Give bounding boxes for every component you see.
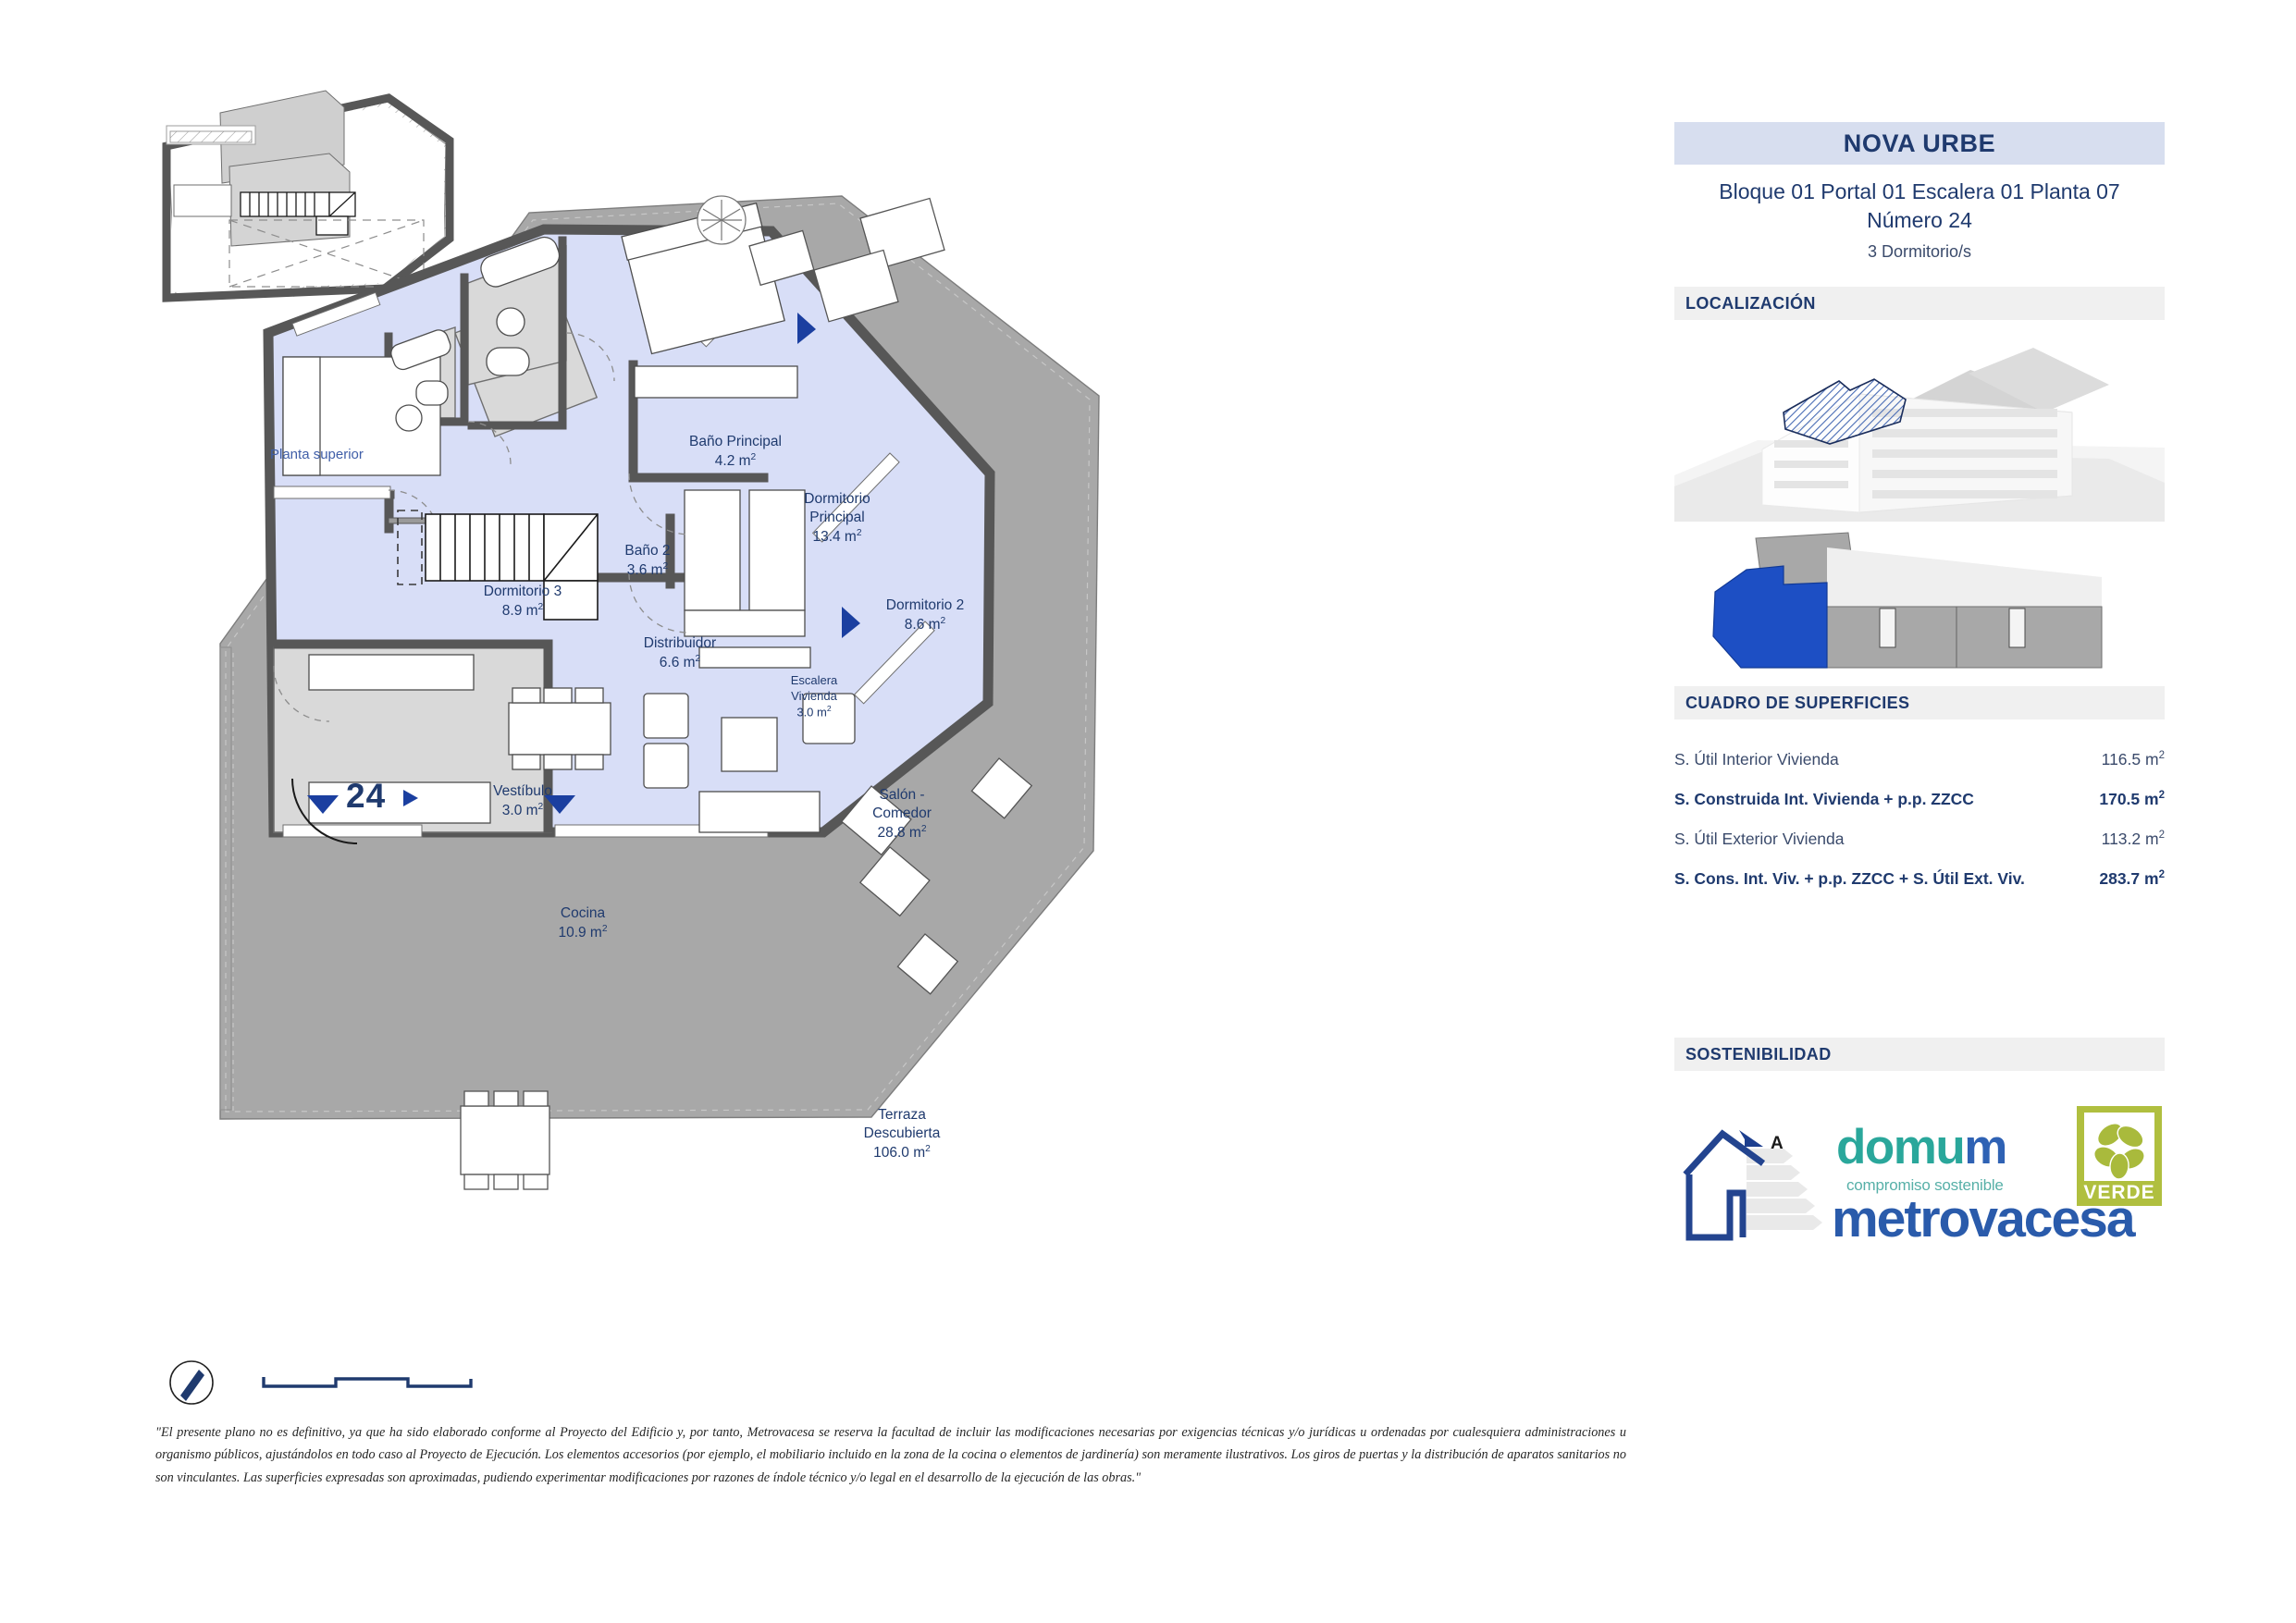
- unit-location-line: Bloque 01 Portal 01 Escalera 01 Planta 0…: [1719, 179, 2120, 203]
- north-arrow-icon: [169, 1360, 214, 1405]
- surface-value: 116.5 m2: [2101, 750, 2165, 769]
- svg-text:A: A: [1771, 1134, 1784, 1153]
- surface-value: 113.2 m2: [2101, 830, 2165, 849]
- bedroom-count-line: 3 Dormitorio/s: [1867, 242, 1972, 262]
- unit-number-line: Número 24: [1867, 208, 1972, 233]
- surface-label: S. Construida Int. Vivienda + p.p. ZZCC: [1674, 790, 1974, 809]
- building-axonometric: [1674, 348, 2165, 523]
- leaf-glyph: [2093, 1123, 2145, 1181]
- domum-text-3: m: [1964, 1120, 2007, 1175]
- energy-rating-icon: A: [1683, 1129, 1822, 1241]
- logo-row: A domum compromiso sostenible metrovaces…: [1674, 1075, 2165, 1250]
- verde-label: VERDE: [2083, 1182, 2155, 1204]
- surface-row: S. Cons. Int. Viv. + p.p. ZZCC + S. Útil…: [1674, 859, 2165, 899]
- project-subtitle: Bloque 01 Portal 01 Escalera 01 Planta 0…: [1674, 178, 2165, 263]
- surface-row: S. Construida Int. Vivienda + p.p. ZZCC 1…: [1674, 780, 2165, 819]
- door-swings: [273, 332, 691, 722]
- cuadro-heading: CUADRO DE SUPERFICIES: [1674, 686, 2165, 720]
- disclaimer-text: "El presente plano no es definitivo, ya …: [155, 1425, 1626, 1485]
- domum-text-2: u: [1935, 1120, 1965, 1175]
- floor-key-plan: [1674, 522, 2165, 687]
- localizacion-heading: LOCALIZACIÓN: [1674, 287, 2165, 321]
- verde-badge: VERDE: [2077, 1106, 2162, 1207]
- scale-bar-icon: [262, 1377, 473, 1388]
- info-panel: NOVA URBE Bloque 01 Portal 01 Escalera 0…: [1674, 122, 2165, 1250]
- surface-value: 170.5 m2: [2099, 790, 2165, 809]
- upper-floor-label: Planta superior: [270, 447, 364, 462]
- stair-dwelling: [397, 510, 599, 621]
- unit-number-marker: 24: [346, 777, 420, 816]
- surface-row: S. Útil Exterior Vivienda 113.2 m2: [1674, 819, 2165, 859]
- surface-label: S. Útil Interior Vivienda: [1674, 750, 1839, 769]
- project-title: NOVA URBE: [1843, 129, 1996, 157]
- domum-logo: domum: [1836, 1120, 2007, 1175]
- unit-arrow-icon: [403, 790, 419, 806]
- floor-plan-drawing: [162, 90, 1100, 1190]
- terrace-furniture: [460, 197, 1033, 1190]
- north-arrow-and-scale: [169, 1360, 473, 1405]
- project-title-band: NOVA URBE: [1674, 122, 2165, 165]
- surface-label: S. Cons. Int. Viv. + p.p. ZZCC + S. Útil…: [1674, 869, 2025, 889]
- verde-leaf-icon: [2084, 1113, 2154, 1182]
- sostenibilidad-heading: SOSTENIBILIDAD: [1674, 1038, 2165, 1072]
- domum-tagline: compromiso sostenible: [1846, 1176, 2004, 1195]
- surface-label: S. Útil Exterior Vivienda: [1674, 830, 1845, 849]
- domum-text-1: dom: [1836, 1120, 1937, 1175]
- surface-value: 283.7 m2: [2099, 869, 2165, 889]
- surface-row: S. Útil Interior Vivienda 116.5 m2: [1674, 740, 2165, 780]
- view-direction-markers: [307, 313, 860, 814]
- unit-number: 24: [346, 777, 387, 815]
- location-3d-view: [1674, 320, 2165, 523]
- windows: [273, 273, 935, 838]
- shrub: [697, 195, 747, 245]
- surface-table: S. Útil Interior Vivienda 116.5 m2 S. Cons…: [1674, 740, 2165, 899]
- key-plan-diagram: [1712, 532, 2103, 669]
- upper-floor-inset: [162, 90, 454, 302]
